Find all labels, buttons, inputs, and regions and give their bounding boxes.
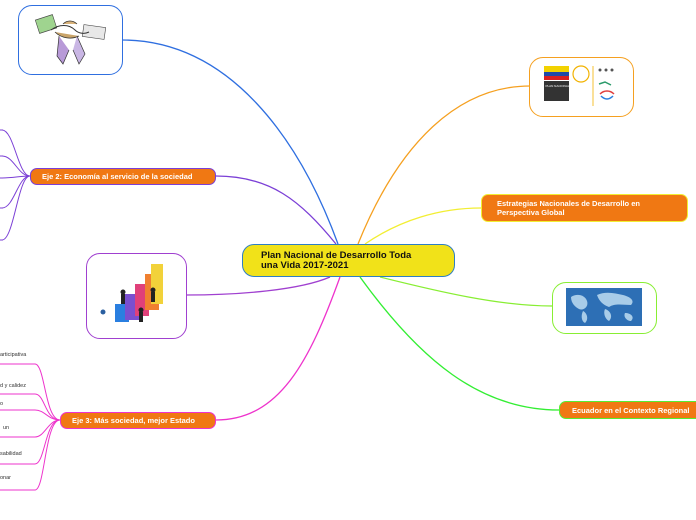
image-node-stairs[interactable] [86,253,187,339]
link-stairs [185,276,331,296]
world-map-icon [566,288,642,326]
topic-eje3-label: Eje 3: Más sociedad, mejor Estado [72,416,195,425]
link-plan-image [357,85,531,245]
image-node-plan[interactable]: PLAN NACIONAL DE DESARROLLO 2017-2021 [529,57,634,117]
eje3-children [0,363,61,491]
handshake-icon [34,14,107,65]
central-topic-line1: Plan Nacional de Desarrollo Toda [261,249,412,261]
topic-ecuador-label: Ecuador en el Contexto Regional [572,405,690,415]
central-topic[interactable]: Plan Nacional de Desarrollo Toda una Vid… [242,244,455,277]
image-node-handshake[interactable] [18,5,123,75]
image-node-map[interactable] [552,282,657,334]
eje3-child-5[interactable]: sabilidad [0,451,22,457]
link-estrategias [364,207,482,245]
eje2-children [0,129,31,241]
topic-eje3[interactable]: Eje 3: Más sociedad, mejor Estado [60,412,216,429]
link-map [379,276,553,307]
eje3-child-6[interactable]: onar [0,475,12,481]
central-topic-line2: una Vida 2017-2021 [261,259,349,271]
topic-estrategias-line2: Perspectiva Global [497,208,565,217]
plan-poster-text: PLAN NACIONAL DE DESARROLLO 2017-2021 [546,84,612,88]
eje3-child-2[interactable]: d y calidez [0,383,26,389]
link-ecuador [359,276,560,411]
link-handshake [121,39,339,245]
eje3-child-4[interactable]: un [3,425,10,431]
stairs-icon [100,264,163,322]
plan-poster-icon: PLAN NACIONAL DE DESARROLLO 2017-2021 [544,65,615,106]
topic-eje2[interactable]: Eje 2: Economía al servicio de la socied… [30,168,216,185]
eje3-child-1[interactable]: articipativa [0,352,27,358]
link-eje3 [215,276,341,421]
topic-estrategias[interactable]: Estrategias Nacionales de Desarrollo en … [481,194,688,222]
link-eje2 [215,175,337,245]
eje3-child-3[interactable]: o [0,401,4,407]
topic-estrategias-line1: Estrategias Nacionales de Desarrollo en [497,199,640,208]
topic-eje2-label: Eje 2: Economía al servicio de la socied… [42,172,193,181]
topic-ecuador[interactable]: Ecuador en el Contexto Regional [559,401,696,419]
